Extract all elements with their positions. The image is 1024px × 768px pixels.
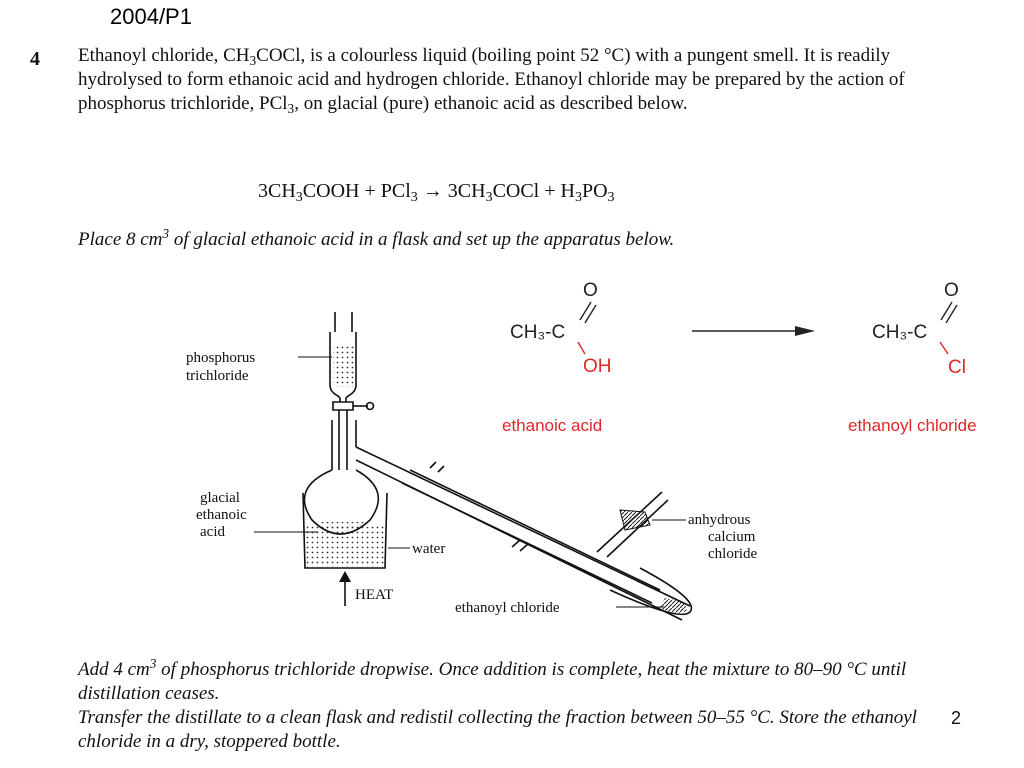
paper-code: 2004/P1 [110, 4, 192, 29]
svg-text:OH: OH [583, 356, 612, 377]
ethanoyl-chloride-name: ethanoyl chloride [848, 416, 977, 435]
page-number: 2 [951, 708, 962, 728]
water-bath [305, 525, 386, 567]
svg-text:CH₃-C: CH₃-C [872, 322, 927, 343]
flask-liquid [318, 522, 366, 534]
question-intro: Ethanoyl chloride, CH3COCl, is a colourl… [78, 45, 905, 116]
label-pcl3-2: trichloride [186, 368, 249, 384]
product-liquid [660, 598, 687, 613]
instruction-setup: Place 8 cm3 of glacial ethanoic acid in … [78, 226, 675, 250]
label-heat: HEAT [355, 587, 393, 603]
label-acid-1: glacial [200, 490, 240, 506]
instruction-procedure: Add 4 cm3 of phosphorus trichloride drop… [78, 656, 917, 752]
svg-text:CH₃-C: CH₃-C [510, 322, 565, 343]
svg-text:O: O [944, 280, 959, 301]
label-acid-3: acid [200, 524, 225, 540]
ethanoic-acid-structure: O CH₃-C OH ethanoic acid [502, 280, 612, 435]
reaction-equation: 3CH3COOH + PCl3 → 3CH3COCl + H3PO3 [258, 180, 615, 205]
ethanoyl-chloride-structure: O CH₃-C Cl ethanoyl chloride [848, 280, 977, 435]
glassware [302, 312, 693, 621]
reaction-arrow-icon [692, 326, 815, 336]
leader-lines [254, 356, 686, 608]
svg-text:O: O [583, 280, 598, 301]
svg-text:Cl: Cl [948, 357, 966, 378]
label-water: water [412, 541, 445, 557]
heat-arrow-icon [339, 571, 351, 606]
label-drying-2: calcium [708, 529, 756, 545]
drying-agent [619, 509, 651, 531]
ethanoic-acid-name: ethanoic acid [502, 416, 602, 435]
label-product: ethanoyl chloride [455, 600, 560, 616]
label-drying-3: chloride [708, 546, 757, 562]
pcl3-liquid [333, 345, 354, 387]
label-pcl3-1: phosphorus [186, 350, 255, 366]
label-drying-1: anhydrous [688, 512, 751, 528]
label-acid-2: ethanoic [196, 507, 247, 523]
question-number: 4 [30, 48, 40, 70]
